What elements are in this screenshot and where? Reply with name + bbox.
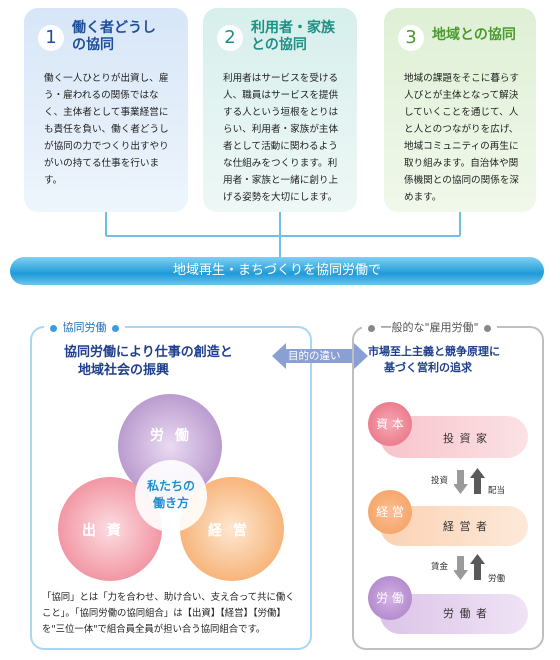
card-number: 2 xyxy=(217,25,243,51)
card-body: 地域の課題をそこに暮らす人びとが主体となって解決していくことを通じて、人と人との… xyxy=(404,73,520,203)
double-arrow-icon xyxy=(272,343,368,369)
venn-diagram xyxy=(58,394,284,581)
card-number: 3 xyxy=(398,25,424,51)
bullet-icon xyxy=(112,324,119,332)
left-heading-line1: 協同労働により仕事の創造と xyxy=(64,345,233,360)
center-circle xyxy=(135,460,207,532)
card-worker-cooperation: 1 働く者どうし の協同 働く一人ひとりが出資し、雇う・雇われるの関係ではなく、… xyxy=(24,8,188,212)
card-number: 1 xyxy=(38,25,64,51)
tag-label: 協同労働 xyxy=(62,321,107,334)
investor-label: 投 資 家 xyxy=(443,432,488,445)
right-heading: 市場至上主義と競争原理に 基づく営利の追求 xyxy=(368,344,500,376)
card-body: 利用者はサービスを受ける人、職員はサービスを提供する人という垣根をとりはらい、利… xyxy=(223,73,339,203)
right-heading-line2: 基づく営利の追求 xyxy=(384,361,472,374)
center-label-line2: 働き方 xyxy=(152,496,189,510)
center-label: 私たちの 働き方 xyxy=(140,478,202,512)
card-title-line2: の協同 xyxy=(72,37,114,53)
employment-labor-tag: 一般的な"雇用労働" xyxy=(362,319,498,335)
investment-label: 出 資 xyxy=(82,523,124,539)
labor-ball: 労 働 xyxy=(368,576,412,620)
card-title: 地域との協同 xyxy=(432,27,516,44)
card-community-cooperation: 3 地域との協同 地域の課題をそこに暮らす人びとが主体となって解決していくことを… xyxy=(384,8,536,212)
dividend-label: 配当 xyxy=(488,486,506,496)
cooperative-labor-tag: 協同労働 xyxy=(44,319,125,335)
bullet-icon xyxy=(50,324,57,332)
purpose-difference-label: 目的の違い xyxy=(288,350,341,362)
updown-arrow-icon xyxy=(454,554,485,580)
card-user-family-cooperation: 2 利用者・家族 との協同 利用者はサービスを受ける人、職員はサービスを提供する… xyxy=(203,8,357,212)
labor-flow-label: 労働 xyxy=(488,574,506,584)
wage-label: 賃金 xyxy=(431,562,449,572)
left-heading-line2: 地域社会の振興 xyxy=(78,363,170,378)
card-title-line1: 働く者どうし xyxy=(72,20,156,36)
banner: 地域再生・まちづくりを協同労働で xyxy=(10,257,544,285)
worker-label: 労 働 者 xyxy=(443,607,488,620)
cooperative-labor-panel xyxy=(30,326,312,650)
invest-label: 投資 xyxy=(431,476,449,486)
labor-label: 労 働 xyxy=(150,428,192,444)
bullet-icon xyxy=(484,324,492,332)
left-heading: 協同労働により仕事の創造と 地域社会の振興 xyxy=(64,344,233,380)
card-title-line1: 利用者・家族 xyxy=(251,20,335,36)
capital-ball: 資 本 xyxy=(368,402,412,446)
management-label: 経 営 xyxy=(208,523,250,539)
cooperative-note: 「協同」とは「力を合わせ、助け合い、支え合って共に働くこと」。「協同労働の協同組… xyxy=(42,592,295,635)
tag-label: 一般的な"雇用労働" xyxy=(380,321,479,334)
card-title: 利用者・家族 との協同 xyxy=(251,20,335,54)
card-title-line2: との協同 xyxy=(251,37,307,53)
manager-label: 経 営 者 xyxy=(443,520,488,533)
center-label-line1: 私たちの xyxy=(146,479,195,493)
right-heading-line1: 市場至上主義と競争原理に xyxy=(368,345,500,358)
connector-bracket xyxy=(105,212,461,258)
card-body: 働く一人ひとりが出資し、雇う・雇われるの関係ではなく、主体者として事業経営にも責… xyxy=(44,73,169,186)
card-title: 働く者どうし の協同 xyxy=(72,20,156,54)
bullet-icon xyxy=(368,324,375,332)
updown-arrow-icon xyxy=(454,468,485,494)
card-title-line1: 地域との協同 xyxy=(432,27,516,43)
management-ball: 経 営 xyxy=(368,490,412,534)
